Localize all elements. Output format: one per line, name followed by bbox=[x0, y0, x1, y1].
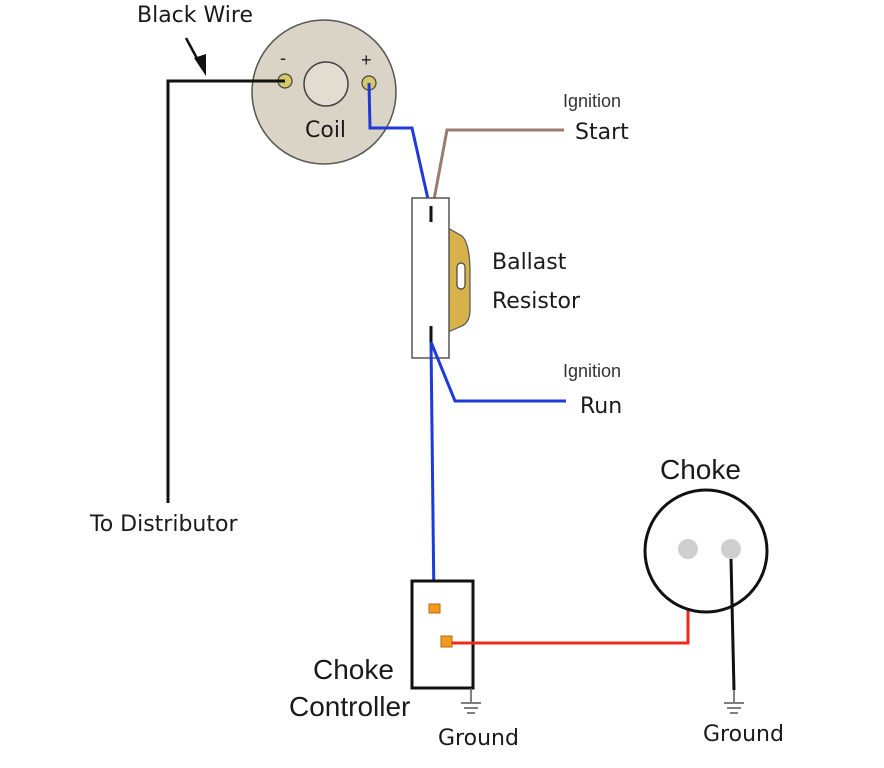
coil-minus-label: - bbox=[280, 48, 286, 68]
choke-ground-wire bbox=[729, 558, 736, 691]
ground-label-left: Ground bbox=[438, 726, 519, 751]
choke-label: Choke bbox=[660, 454, 741, 485]
choke-controller-label-1: Choke bbox=[313, 654, 394, 685]
coil-label: Coil bbox=[305, 118, 346, 143]
black-wire-label: Black Wire bbox=[137, 3, 253, 28]
ignition-start-top-label: Ignition bbox=[563, 91, 621, 111]
ignition-run-top-label: Ignition bbox=[563, 361, 621, 381]
choke-body bbox=[643, 488, 769, 614]
coil-plus-label: + bbox=[361, 50, 372, 70]
controller-terminal-top bbox=[428, 603, 441, 614]
to-distributor-label: To Distributor bbox=[89, 512, 238, 537]
blue-wire-controller bbox=[429, 341, 436, 605]
controller-terminal-bottom bbox=[440, 635, 453, 648]
resistor-label: Resistor bbox=[492, 289, 581, 314]
coil-center bbox=[303, 61, 349, 107]
coil: - + Coil bbox=[251, 19, 397, 165]
brown-wire bbox=[431, 128, 564, 206]
ground-symbol-right bbox=[724, 690, 744, 714]
ground-symbol-left bbox=[461, 688, 481, 714]
resistor-slot bbox=[456, 262, 466, 290]
blue-wire-coil bbox=[367, 82, 432, 209]
choke-terminal-right bbox=[721, 539, 741, 559]
ignition-run-label: Run bbox=[580, 394, 622, 419]
ground-label-right: Ground bbox=[703, 722, 784, 747]
controller-box bbox=[410, 579, 475, 690]
black-wire bbox=[166, 79, 285, 503]
ignition-start-label: Start bbox=[575, 120, 629, 145]
choke-terminal-left bbox=[678, 539, 698, 559]
choke-controller bbox=[410, 579, 475, 690]
ballast-resistor bbox=[411, 197, 471, 359]
choke bbox=[643, 488, 769, 614]
choke-controller-label-2: Controller bbox=[289, 691, 410, 722]
blue-wire-run bbox=[429, 341, 566, 403]
black-wire-pointer bbox=[184, 37, 206, 76]
ballast-label: Ballast bbox=[492, 250, 567, 275]
